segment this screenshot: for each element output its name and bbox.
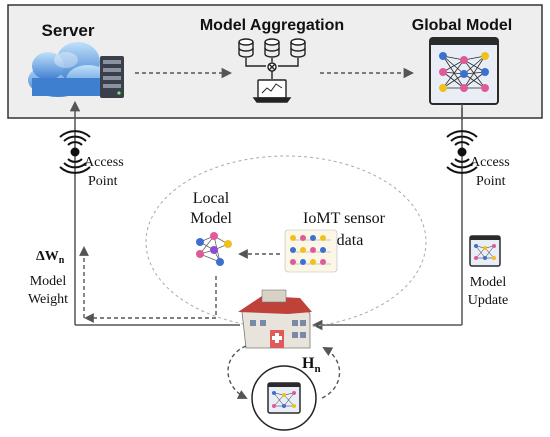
model-aggregation-icon — [238, 38, 306, 103]
local-neural-network-icon — [196, 232, 232, 266]
weight-line1: Model — [30, 274, 67, 289]
cycle-left-arrow — [227, 345, 248, 399]
right-access-point-line1: Access — [470, 155, 510, 170]
right-access-point-line2: Point — [476, 174, 506, 189]
local-to-weight-dashed-arrow — [84, 276, 217, 323]
local-model-line1: Local — [193, 190, 230, 207]
iomt-line1: IoMT sensor — [303, 210, 386, 227]
global-model-label: Global Model — [412, 17, 512, 34]
local-model-line2: Model — [190, 210, 232, 227]
database-icon — [238, 38, 254, 58]
hospital-label: Hn — [302, 355, 321, 375]
global-neural-network-icon — [429, 37, 499, 105]
weight-line2: Weight — [28, 292, 68, 307]
iomt-line2: data — [337, 232, 364, 249]
model-aggregation-label: Model Aggregation — [200, 17, 344, 34]
update-line2: Update — [468, 293, 508, 308]
weight-delta-label: ΔWn — [36, 249, 65, 266]
iomt-sensor-icon — [284, 229, 338, 273]
hospital-icon — [238, 289, 312, 349]
local-environment-ellipse — [145, 155, 427, 329]
cloud-icon — [28, 42, 110, 97]
access-point-icon — [59, 130, 91, 174]
local-device-model-icon — [267, 382, 301, 414]
update-line1: Model — [470, 275, 507, 290]
model-update-icon — [469, 235, 501, 267]
access-point-icon — [446, 130, 478, 174]
left-access-point-line2: Point — [88, 174, 118, 189]
cycle-right-arrow — [321, 347, 341, 399]
server-label: Server — [42, 21, 95, 40]
database-icon — [264, 38, 280, 58]
left-access-point-line1: Access — [84, 155, 124, 170]
database-icon — [290, 38, 306, 58]
server-rack-icon — [100, 56, 124, 98]
